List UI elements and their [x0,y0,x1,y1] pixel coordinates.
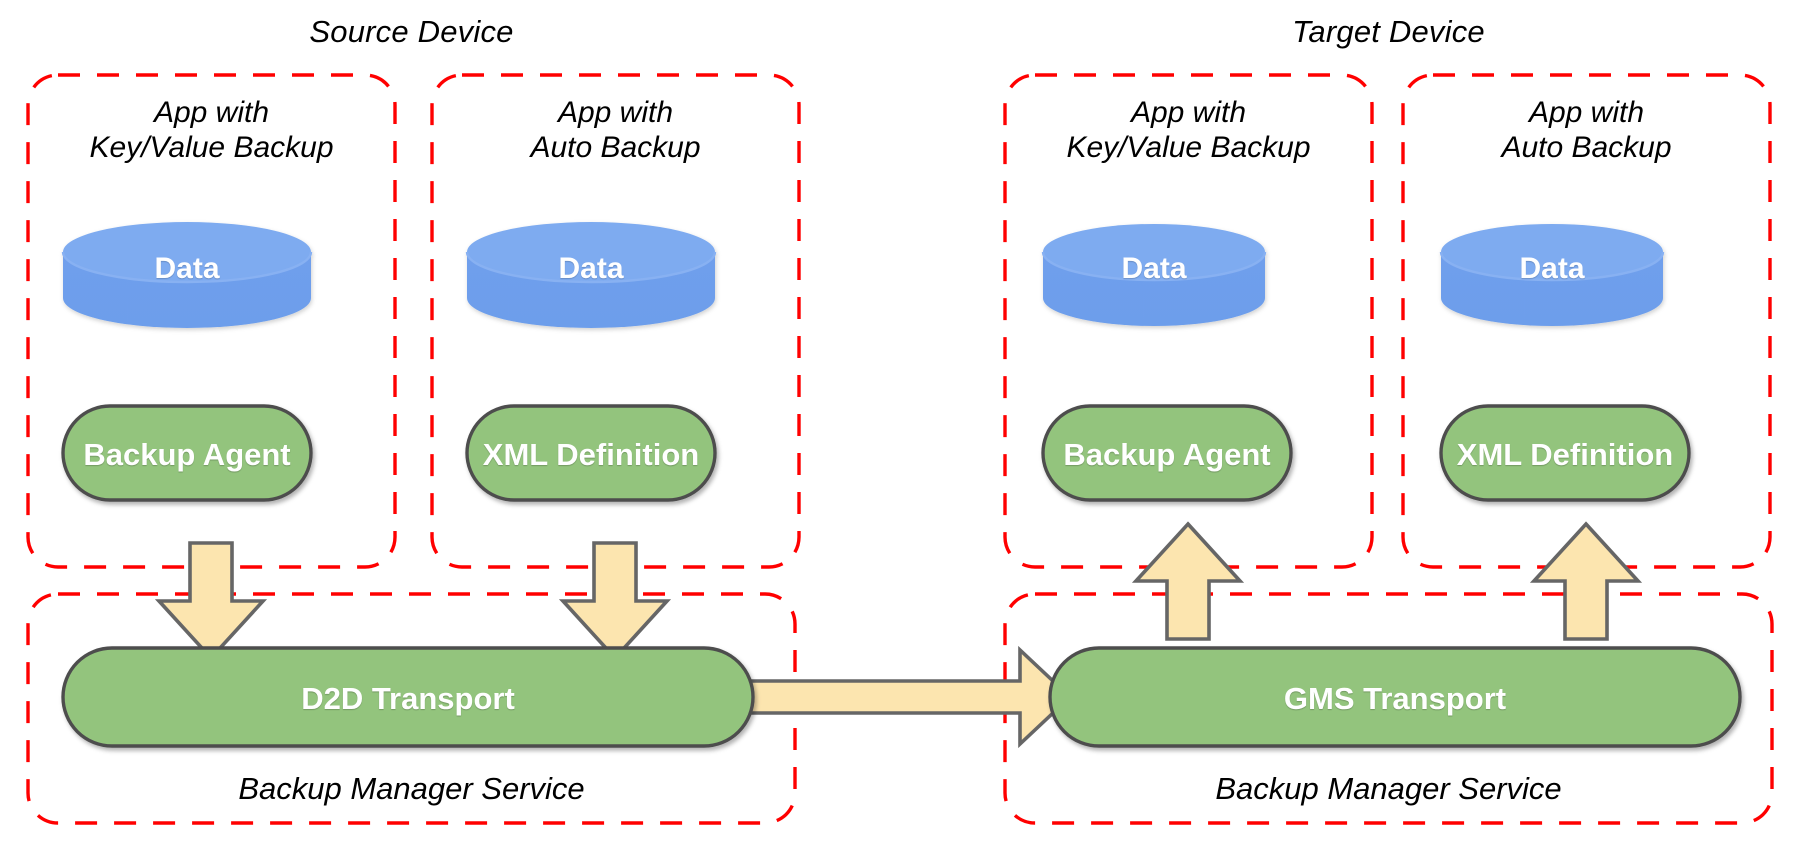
backup-manager-service-target: Backup Manager Service [1215,771,1562,806]
data-label-target-auto: Data [1519,252,1585,285]
data-cylinder-source-kv [61,222,313,328]
transport-pill-target [1048,646,1742,748]
component-label-target-auto: XML Definition [1456,437,1674,472]
flow-arrow-down-source-auto-icon [558,541,672,661]
data-cylinder-target-kv [1041,224,1267,326]
data-label-source-auto: Data [558,252,624,285]
app-title-source-kv: App with Key/Value Backup [89,96,334,164]
flow-arrow-up-target-auto-icon [1529,521,1643,641]
component-pill-target-auto [1439,404,1691,502]
transfer-arrow-right-icon [740,645,1073,749]
flow-arrow-up-target-kv-icon [1131,521,1245,641]
backup-manager-service-source: Backup Manager Service [238,771,585,806]
device-title-source: Source Device [309,14,514,49]
app-title-source-auto: App with Auto Backup [530,96,701,164]
component-pill-source-auto [465,404,717,502]
app-title-target-kv: App with Key/Value Backup [1066,96,1311,164]
component-label-source-auto: XML Definition [482,437,700,472]
data-label-target-kv: Data [1121,252,1187,285]
component-pill-source-kv [61,404,313,502]
device-title-target: Target Device [1292,14,1485,49]
transport-label-source: D2D Transport [301,681,515,716]
data-cylinder-target-auto [1439,224,1665,326]
component-label-target-kv: Backup Agent [1063,437,1271,472]
component-label-source-kv: Backup Agent [83,437,291,472]
transport-pill-source [61,646,755,748]
app-title-target-auto: App with Auto Backup [1501,96,1672,164]
transport-label-target: GMS Transport [1283,681,1507,716]
component-pill-target-kv [1041,404,1293,502]
flow-arrow-down-source-kv-icon [154,541,268,661]
data-label-source-kv: Data [154,252,220,285]
data-cylinder-source-auto [465,222,717,328]
